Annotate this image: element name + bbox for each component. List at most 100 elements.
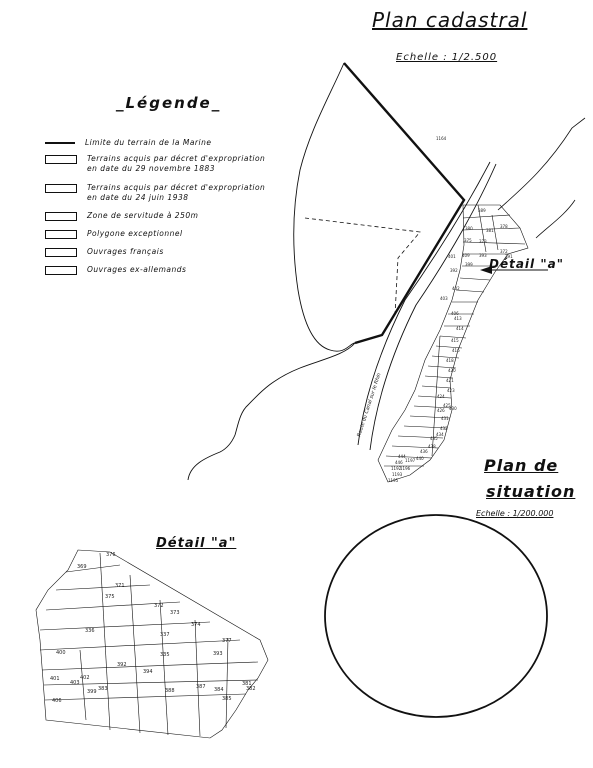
- detail-parcel-number: 401: [50, 676, 60, 682]
- parcel-number: 418: [446, 358, 454, 363]
- parcel-number: 416: [452, 348, 460, 353]
- legend-item-label: Terrains acquis par décret d'expropriati…: [87, 154, 266, 163]
- detail-parcel-number: 335: [160, 652, 170, 658]
- detail-a-pointer-label: Détail "a": [489, 257, 564, 271]
- map-title: Plan cadastral: [372, 8, 528, 32]
- legend-box-swatch: [45, 266, 77, 275]
- main-scale: Echelle : 1/2.500: [396, 52, 498, 63]
- legend-box-swatch: [45, 184, 77, 193]
- detail-parcel-number: 387: [196, 684, 206, 690]
- parcel-number: 1195: [388, 478, 399, 483]
- detail-parcel-number: 392: [117, 662, 127, 668]
- parcel-number: 378: [500, 224, 508, 229]
- parcel-number: 1164: [436, 136, 447, 141]
- parcel-number: 401: [448, 254, 456, 259]
- parcel-number: 438: [428, 444, 436, 449]
- detail-parcel-number: 385: [222, 696, 232, 702]
- legend-box-swatch: [45, 155, 77, 164]
- parcel-number: 444: [398, 454, 406, 459]
- servitude-dashed-line: [304, 217, 421, 316]
- legend-item-ouvrages-allemands: Ouvrages ex-allemands: [45, 265, 186, 275]
- parcel-number: 1196: [400, 466, 411, 471]
- parcel-number: 372: [500, 249, 508, 254]
- detail-parcel-number: 406: [52, 698, 62, 704]
- detail-parcel-number: 375: [105, 594, 115, 600]
- legend-title: Légende: [116, 94, 221, 112]
- parcel-number: 420: [448, 368, 456, 373]
- parcel-number: 392: [450, 268, 458, 273]
- parcel-number: 434: [436, 432, 444, 437]
- legend-item-marine-limit: Limite du terrain de la Marine: [45, 138, 211, 148]
- parcel-number: 381: [486, 228, 494, 233]
- road-right-edge: [369, 163, 497, 451]
- parcel-number: 436: [420, 449, 428, 454]
- legend-item-label: Zone de servitude à 250m: [87, 211, 199, 220]
- parcel-number: 425: [443, 403, 451, 408]
- detail-parcel-number: 400: [56, 650, 66, 656]
- parcel-number: 421: [446, 378, 454, 383]
- parcel-number: 432: [440, 426, 448, 431]
- parcel-number: 409: [462, 253, 470, 258]
- parcel-number: 423: [447, 388, 455, 393]
- parcel-number: 393: [479, 253, 487, 258]
- parcel-number: 1192: [391, 466, 402, 471]
- legend-box-swatch: [45, 248, 77, 257]
- parcel-number: 391: [505, 254, 513, 259]
- legend-item-expropriation-1883: Terrains acquis par décret d'expropriati…: [45, 154, 265, 174]
- situation-circle: [324, 514, 548, 718]
- detail-parcel-number: 403: [70, 680, 80, 686]
- legend-box-swatch: [45, 212, 77, 221]
- parcel-number: 375: [464, 238, 472, 243]
- detail-parcel-number: 372: [154, 603, 164, 609]
- parcel-number: 446: [395, 460, 403, 465]
- parcel-number: 426: [437, 408, 445, 413]
- situation-title-line2: situation: [486, 482, 576, 501]
- parcel-number: 380: [465, 226, 473, 231]
- detail-parcel-number: 383: [98, 686, 108, 692]
- situation-title: Plan de situation: [484, 453, 575, 505]
- detail-parcel-number: 371: [115, 583, 125, 589]
- parcel-number: 1193: [392, 472, 403, 477]
- parcel-number: 389: [478, 208, 486, 213]
- road-left-edge: [357, 161, 491, 446]
- parcel-number: 414: [456, 326, 464, 331]
- legend-item-sublabel: en date du 24 juin 1938: [87, 193, 189, 202]
- detail-parcel-number: 374: [191, 622, 201, 628]
- legend-item-ouvrages-francais: Ouvrages français: [45, 247, 164, 257]
- parcel-number: 373: [479, 239, 487, 244]
- parcel-number: 1197: [405, 458, 416, 463]
- detail-a-map: [35, 549, 269, 739]
- legend-item-polygone: Polygone exceptionnel: [45, 229, 183, 239]
- detail-parcel-number: 381: [242, 681, 252, 687]
- detail-parcel-number: 394: [143, 669, 153, 675]
- detail-parcel-number: 369: [77, 564, 87, 570]
- detail-parcel-number: 373: [170, 610, 180, 616]
- parcel-number: 435: [430, 436, 438, 441]
- terrain-outline: [187, 62, 356, 481]
- detail-parcel-number: 377: [222, 638, 232, 644]
- detail-parcel-number: 337: [160, 632, 170, 638]
- detail-parcel-number: 399: [87, 689, 97, 695]
- situation-scale: Echelle : 1/200.000: [476, 509, 554, 518]
- detail-parcel-number: 388: [165, 688, 175, 694]
- parcel-number: 430: [449, 406, 457, 411]
- legend-item-label: Polygone exceptionnel: [87, 229, 183, 238]
- detail-parcel-number: 393: [213, 651, 223, 657]
- parcel-number: 440: [416, 456, 424, 461]
- legend-item-label: Ouvrages ex-allemands: [87, 265, 187, 274]
- detail-parcel-number: 382: [246, 686, 256, 692]
- detail-parcel-number: 336: [85, 628, 95, 634]
- legend-box-swatch: [45, 230, 77, 239]
- legend-item-label: Terrains acquis par décret d'expropriati…: [87, 183, 266, 192]
- detail-a-title: Détail "a": [156, 536, 237, 551]
- right-boundary-2: [535, 199, 576, 239]
- legend-line-swatch: [45, 142, 75, 144]
- parcel-number: 403: [440, 296, 448, 301]
- detail-a-arrow-head: [480, 266, 492, 274]
- parcel-number: 399: [465, 262, 473, 267]
- parcel-number: 415: [451, 338, 459, 343]
- right-boundary: [497, 117, 586, 211]
- legend-item-expropriation-1938: Terrains acquis par décret d'expropriati…: [45, 183, 265, 203]
